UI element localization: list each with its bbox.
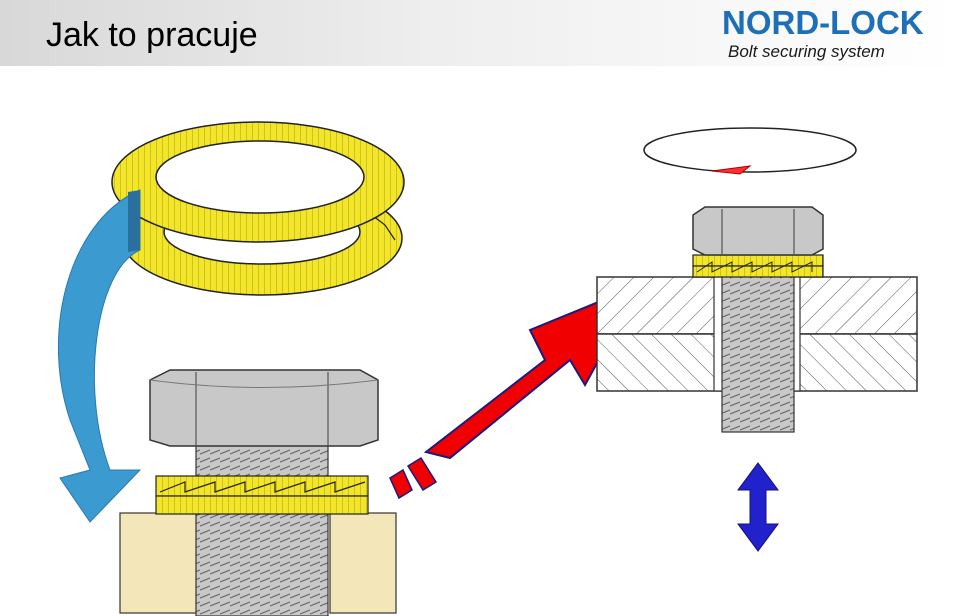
rotation-indicator — [643, 127, 857, 175]
logo-wordmark: NORD-LOCK — [722, 4, 924, 41]
washer-section-lower — [692, 265, 824, 278]
clamped-material-left — [119, 512, 199, 614]
nord-lock-logo: NORD-LOCK Bolt securing system — [722, 4, 952, 64]
bolt-head-section — [692, 206, 824, 256]
double-arrow-icon — [737, 462, 779, 552]
curved-flow-arrow — [58, 189, 142, 523]
rotation-arrow-icon — [711, 165, 752, 175]
page-title: Jak to pracuje — [46, 16, 258, 54]
joint-section-view — [596, 206, 918, 433]
bolt-assembly-closeup — [119, 369, 397, 616]
logo-tagline: Bolt securing system — [728, 42, 885, 61]
header-bar — [0, 0, 959, 66]
bolt-shank — [195, 439, 329, 616]
washer-pair-illustration — [111, 121, 405, 296]
washer-lower — [155, 495, 369, 515]
clamped-material-right — [329, 512, 397, 614]
bolt-shank-section — [721, 269, 795, 433]
bolt-head — [149, 369, 379, 447]
